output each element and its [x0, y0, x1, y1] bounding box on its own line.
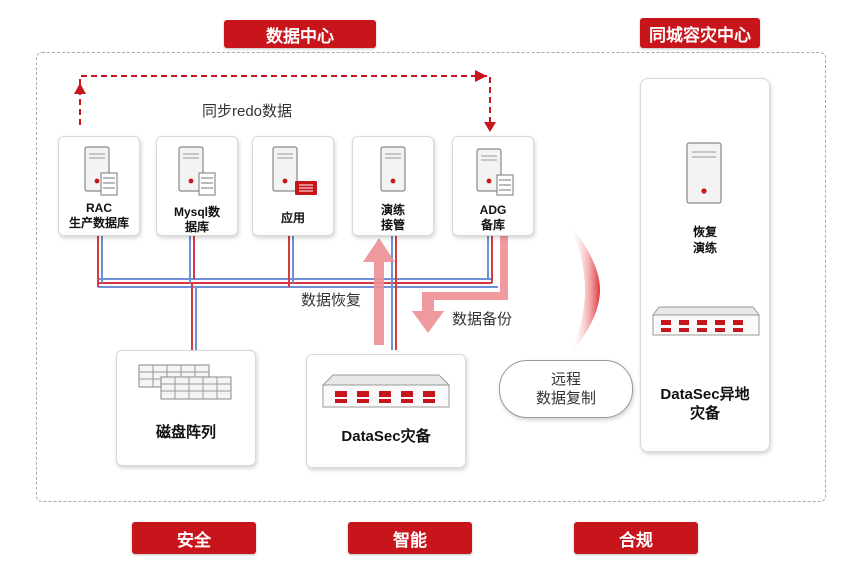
- disk-array-card[interactable]: 磁盘阵列: [116, 350, 256, 466]
- remote-copy-line1: 远程: [550, 371, 581, 388]
- data-backup-arrow: [412, 236, 508, 333]
- server-icon: [476, 148, 514, 196]
- app-server-icon: [272, 146, 317, 195]
- remote-copy-line2: 数据复制: [535, 390, 596, 407]
- server-label-line1: RAC: [86, 201, 112, 215]
- network-bus: [97, 236, 498, 350]
- dr-restore-line2: 演练: [692, 241, 717, 255]
- disk-array-label: 磁盘阵列: [155, 424, 216, 441]
- server-card-rac[interactable]: RAC 生产数据库: [58, 136, 140, 236]
- disk-array-icon: [138, 364, 232, 400]
- sync-redo-label: 同步redo数据: [202, 103, 293, 120]
- dashed-arrow-down: [484, 122, 496, 132]
- dr-icons: [652, 142, 760, 336]
- server-icon: [380, 146, 406, 192]
- server-label-line2: 接管: [380, 218, 405, 232]
- dr-restore-line1: 恢复: [692, 225, 717, 239]
- server-icon: [84, 146, 118, 196]
- data-restore-label: 数据恢复: [301, 292, 362, 309]
- server-label-line1: Mysql数: [173, 205, 220, 219]
- server-label-line1: ADG: [479, 203, 507, 217]
- server-card-app[interactable]: 应用: [252, 136, 334, 236]
- server-card-mysql[interactable]: Mysql数 据库: [156, 136, 238, 236]
- dr-offsite-line2: 灾备: [689, 405, 720, 422]
- data-backup-label: 数据备份: [452, 311, 513, 328]
- server-label-line2: 生产数据库: [68, 216, 129, 230]
- server-label-line2: 备库: [480, 218, 505, 232]
- dr-center-panel: 恢复 演练 DataSec异地 灾备: [640, 78, 770, 452]
- chevron-right-icon: [570, 225, 600, 355]
- server-icon: [686, 142, 722, 204]
- server-card-adg[interactable]: ADG 备库: [452, 136, 534, 236]
- data-center-region: [36, 52, 826, 502]
- tag-security: 安全: [132, 522, 256, 554]
- data-restore-arrow: [363, 238, 395, 345]
- datasec-backup-card[interactable]: DataSec灾备: [306, 354, 466, 468]
- dr-offsite-line1: DataSec异地: [660, 386, 750, 403]
- remote-copy-badge: 远程 数据复制: [499, 360, 633, 418]
- tag-intelligent: 智能: [348, 522, 472, 554]
- appliance-icon: [652, 306, 760, 336]
- datasec-backup-label: DataSec灾备: [341, 428, 431, 445]
- appliance-icon: [321, 374, 451, 408]
- server-label-line1: 演练: [380, 203, 405, 217]
- server-icon: [178, 146, 216, 196]
- dashed-arrow-right: [475, 70, 487, 82]
- server-label-line1: 应用: [280, 211, 305, 225]
- tag-compliance: 合规: [574, 522, 698, 554]
- sync-redo-dashed-path: [74, 70, 496, 132]
- data-center-header: 数据中心: [224, 20, 376, 48]
- server-card-drill[interactable]: 演练 接管: [352, 136, 434, 236]
- server-label-line2: 据库: [184, 220, 209, 234]
- dr-center-header: 同城容灾中心: [640, 18, 760, 48]
- dashed-arrow-up: [74, 83, 86, 94]
